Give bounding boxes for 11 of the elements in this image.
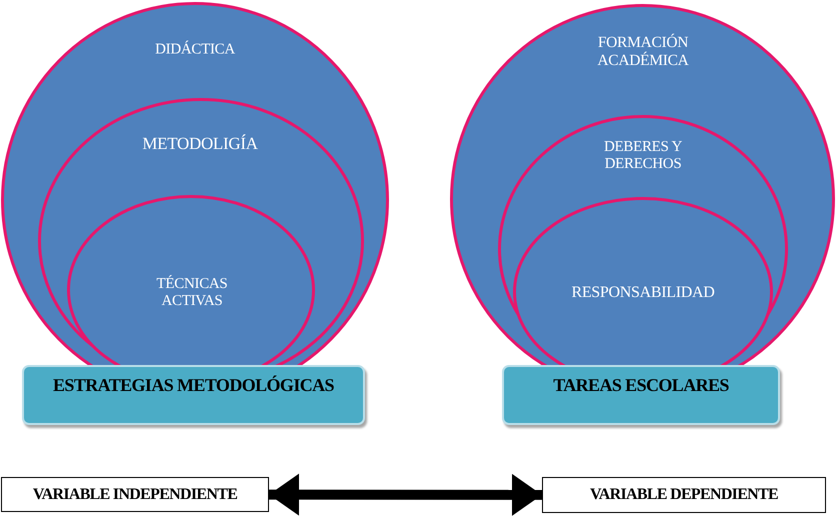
- double-arrow: [269, 474, 542, 516]
- concept-label: DIDÁCTICA: [155, 41, 235, 59]
- concept-label: METODOLIGÍA: [142, 134, 258, 154]
- variable-label: VARIABLE INDEPENDIENTE: [1, 477, 269, 512]
- concept-label: RESPONSABILIDAD: [571, 284, 715, 302]
- variable-label: VARIABLE DEPENDIENTE: [542, 477, 826, 513]
- concept-label: DEBERES Y DERECHOS: [603, 138, 683, 174]
- concept-label: TÉCNICAS ACTIVAS: [156, 276, 228, 310]
- concept-label: FORMACIÓN ACADÉMICA: [596, 34, 690, 70]
- category-banner: TAREAS ESCOLARES: [502, 365, 780, 425]
- category-banner: ESTRATEGIAS METODOLÓGICAS: [22, 365, 365, 425]
